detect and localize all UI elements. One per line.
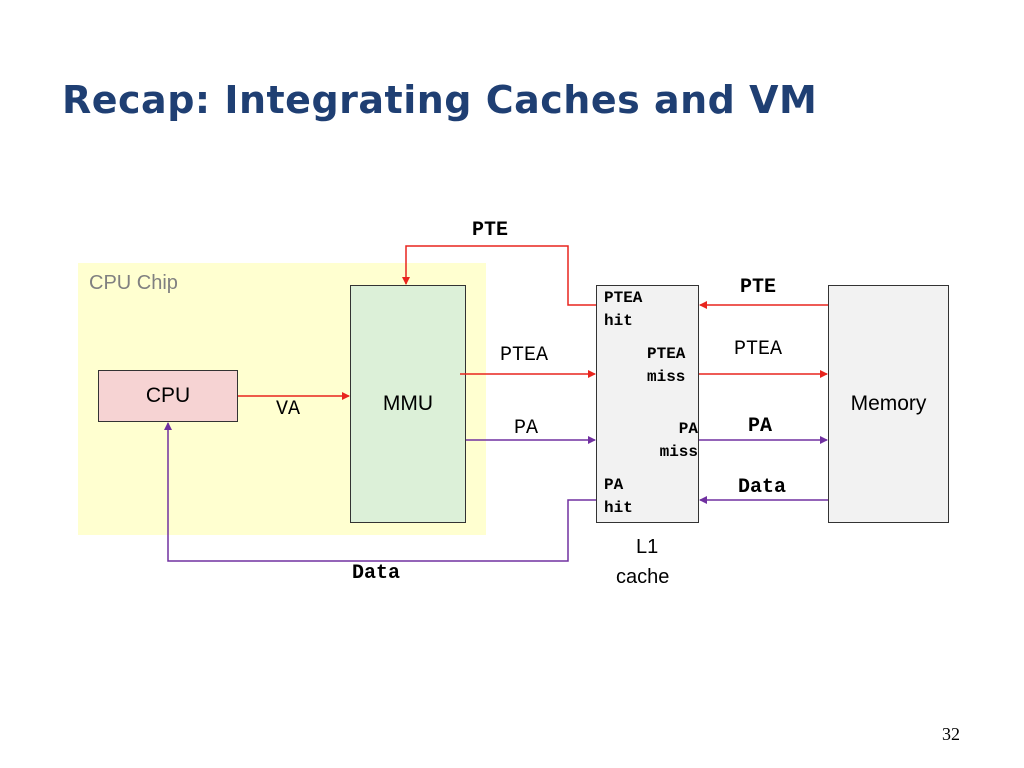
pte-mem-arrow-label: PTE xyxy=(740,276,777,299)
cpu-label: CPU xyxy=(145,384,191,407)
ptea-mmu-arrow-label: PTEA xyxy=(500,344,549,367)
cache-caption-l1: L1 xyxy=(636,536,659,558)
ptea-mem-arrow-label: PTEA xyxy=(734,338,783,361)
cpu-box: CPU xyxy=(98,370,238,422)
memory-label: Memory xyxy=(850,392,927,415)
data-cpu-arrow xyxy=(164,422,596,562)
page-number: 32 xyxy=(942,724,960,744)
mmu-label: MMU xyxy=(382,392,434,415)
pte-top-arrow xyxy=(402,245,596,306)
cpu-chip-label: CPU Chip xyxy=(89,272,178,294)
va-arrow-label: VA xyxy=(276,398,301,421)
pa-mmu-arrow-label: PA xyxy=(514,417,539,440)
mmu-box: MMU xyxy=(350,285,466,523)
slide-title: Recap: Integrating Caches and VM xyxy=(62,78,818,122)
memory-box: Memory xyxy=(828,285,949,523)
data-mem-arrow-label: Data xyxy=(738,476,787,499)
cache-caption-cache: cache xyxy=(616,566,670,588)
pa-mem-arrow-label: PA xyxy=(748,415,773,438)
data-cpu-arrow-label: Data xyxy=(352,562,401,585)
pte-top-arrow-label: PTE xyxy=(472,219,509,242)
l1-cache-box xyxy=(596,285,699,523)
